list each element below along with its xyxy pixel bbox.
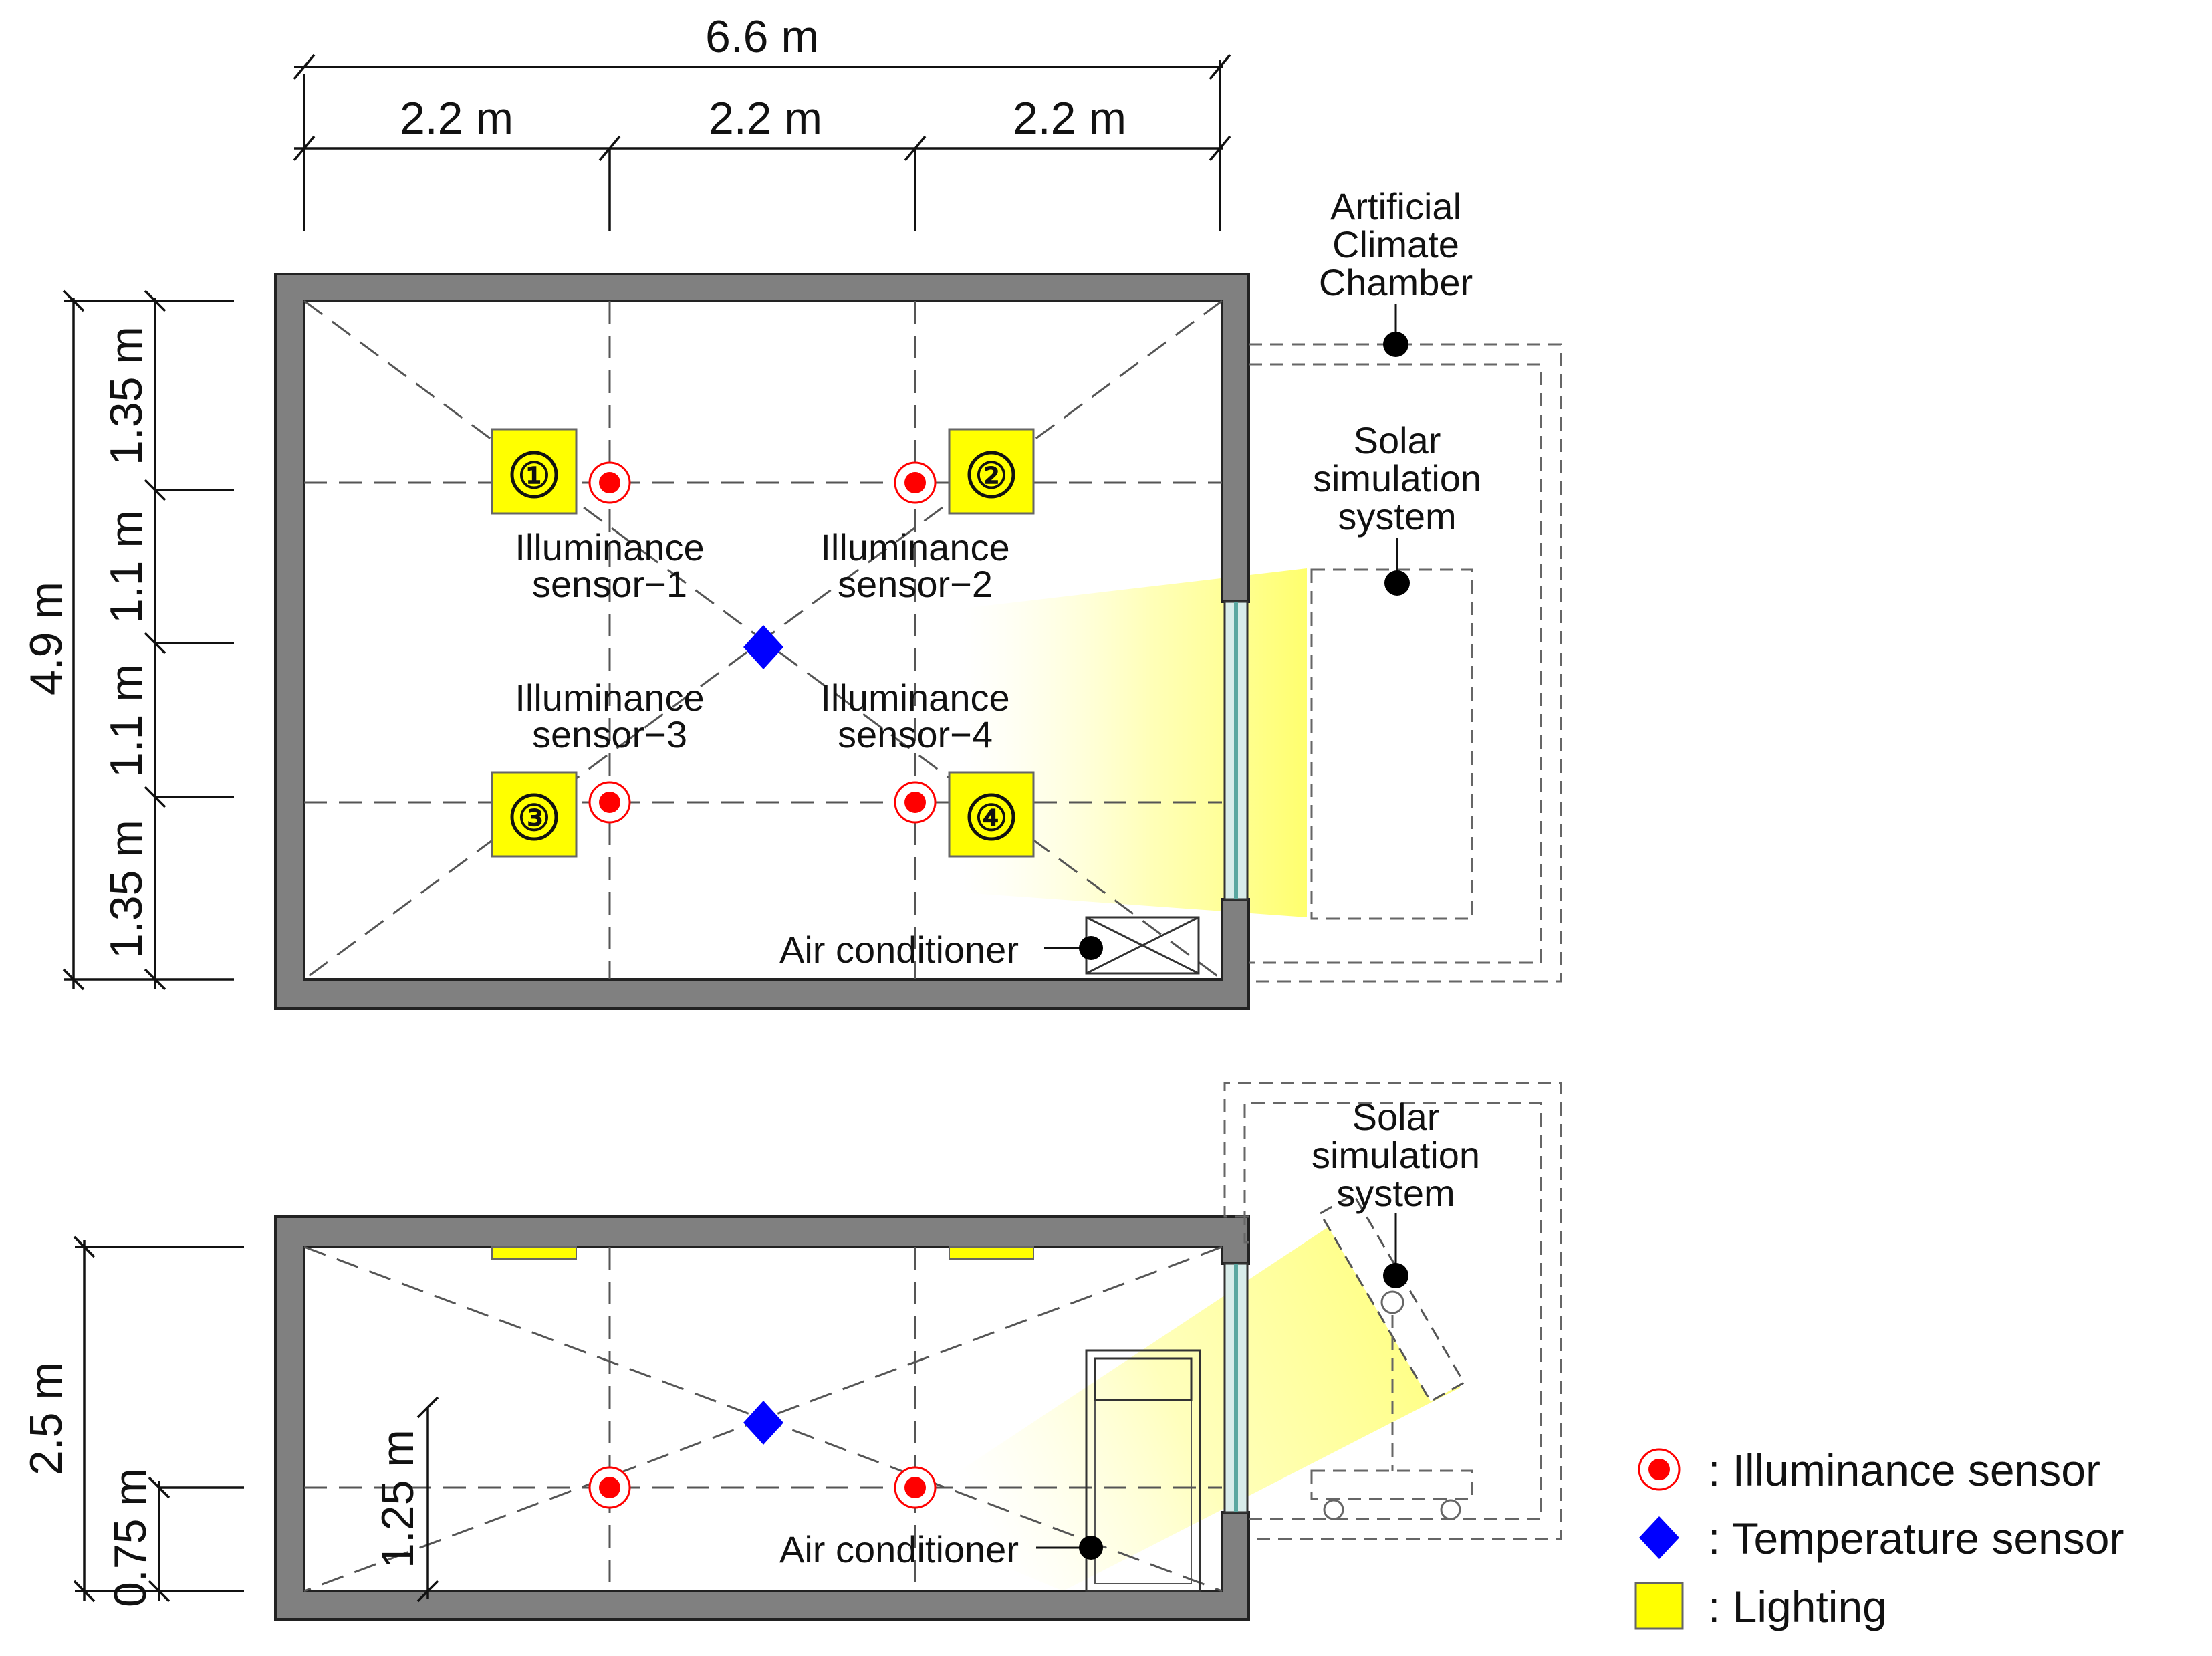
plan-width-seg-1: 2.2 m [400, 93, 513, 144]
plan-solar-label-line2: simulation [1313, 457, 1481, 499]
legend-lighting-text: : Lighting [1708, 1582, 1887, 1631]
plan-solar-label-line1: Solar [1354, 419, 1441, 461]
plan-width-dimensions: 6.6 m 2.2 m 2.2 m 2.2 m [293, 11, 1231, 231]
plan-light-beam [963, 568, 1307, 917]
section-illuminance-sensor-left [588, 1466, 631, 1509]
plan-total-width-label: 6.6 m [705, 11, 819, 62]
legend-illuminance-sensor: : Illuminance sensor [1638, 1445, 2100, 1495]
sensor-4-label-line1: Illuminance [820, 677, 1009, 719]
illuminance-sensor-1 [588, 461, 631, 504]
section-solar-simulator [1310, 1193, 1473, 1520]
light-panel-2 [948, 428, 1035, 515]
illuminance-sensor-4 [894, 781, 937, 824]
legend: : Illuminance sensor : Temperature senso… [1634, 1445, 2124, 1631]
plan-depth-dimensions: 4.9 m 1.35 m 1.1 m 1.1 m 1.35 m [21, 289, 234, 991]
sensor-1-label-line2: sensor−1 [532, 563, 687, 605]
section-temperature-sensor [743, 1401, 783, 1445]
section-view: 2.5 m 0.75 m 1.25 m [21, 1082, 1562, 1621]
legend-temperature-text: : Temperature sensor [1708, 1514, 2124, 1563]
plan-width-seg-2: 2.2 m [709, 93, 822, 144]
plan-view: 6.6 m 2.2 m 2.2 m 2.2 m 4.9 m 1.35 m 1.1… [21, 11, 1562, 1010]
section-temp-height-label: 1.25 m [372, 1429, 423, 1568]
illuminance-sensor-2 [894, 461, 937, 504]
light-panel-3 [491, 771, 578, 858]
section-sensor-height-label: 0.75 m [105, 1468, 156, 1607]
section-height-dimensions: 2.5 m 0.75 m [21, 1235, 244, 1607]
plan-depth-seg-1: 1.35 m [101, 326, 152, 465]
section-solar-simulation-label: Solar simulation system [1312, 1096, 1480, 1288]
legend-lighting: : Lighting [1634, 1582, 1887, 1631]
plan-air-conditioner: Air conditioner [779, 916, 1200, 975]
section-ac-label: Air conditioner [779, 1528, 1019, 1570]
section-illuminance-sensor-right [894, 1466, 937, 1509]
light-panel-4 [948, 771, 1035, 858]
sensor-1-label-line1: Illuminance [515, 526, 704, 568]
light-panel-1 [491, 428, 578, 515]
sensor-2-label-line2: sensor−2 [838, 563, 993, 605]
solar-simulator-plan-outline [1310, 568, 1473, 920]
legend-illuminance-text: : Illuminance sensor [1708, 1445, 2100, 1495]
plan-depth-seg-3: 1.1 m [101, 664, 152, 778]
light-number-1: ① [518, 456, 550, 496]
section-solar-label-line2: simulation [1312, 1134, 1480, 1176]
section-chamber-outline [1223, 1082, 1562, 1540]
sensor-3-label-line1: Illuminance [515, 677, 704, 719]
chamber-label-line2: Climate [1332, 223, 1459, 265]
chamber-label-line1: Artificial [1330, 185, 1461, 227]
section-temperature-height-dimension: 1.25 m [372, 1396, 439, 1603]
plan-sensor-labels: Illuminance sensor−1 Illuminance sensor−… [515, 526, 1009, 755]
plan-ac-label: Air conditioner [779, 929, 1019, 971]
plan-illuminance-sensors [588, 461, 937, 824]
section-light-right [949, 1246, 1034, 1260]
sensor-4-label-line2: sensor−4 [838, 713, 993, 755]
plan-solar-label-line3: system [1338, 495, 1456, 538]
legend-temperature-sensor: : Temperature sensor [1639, 1514, 2124, 1563]
sensor-3-label-line2: sensor−3 [532, 713, 687, 755]
climate-chamber-label: Artificial Climate Chamber [1319, 185, 1473, 357]
chamber-label-line3: Chamber [1319, 261, 1473, 304]
section-light-beam [889, 1217, 1461, 1591]
plan-window [1223, 600, 1249, 901]
section-air-conditioner: Air conditioner [779, 1349, 1201, 1592]
light-number-3: ③ [518, 798, 550, 838]
plan-room-walls [274, 273, 1250, 1010]
plan-depth-seg-4: 1.35 m [101, 820, 152, 959]
section-solar-label-line1: Solar [1352, 1096, 1440, 1138]
plan-temperature-sensor [743, 625, 783, 669]
light-number-4: ④ [975, 798, 1007, 838]
plan-solar-simulation-label: Solar simulation system [1313, 419, 1481, 596]
section-light-left [491, 1246, 577, 1260]
plan-depth-seg-2: 1.1 m [101, 510, 152, 624]
plan-total-depth-label: 4.9 m [21, 582, 72, 695]
section-solar-label-line3: system [1336, 1172, 1455, 1214]
sensor-2-label-line1: Illuminance [820, 526, 1009, 568]
illuminance-sensor-3 [588, 781, 631, 824]
section-height-label: 2.5 m [21, 1362, 72, 1475]
light-number-2: ② [975, 456, 1007, 496]
plan-lighting-fixtures: ① ② ③ ④ [491, 428, 1035, 858]
section-window [1223, 1262, 1249, 1514]
plan-width-seg-3: 2.2 m [1013, 93, 1126, 144]
